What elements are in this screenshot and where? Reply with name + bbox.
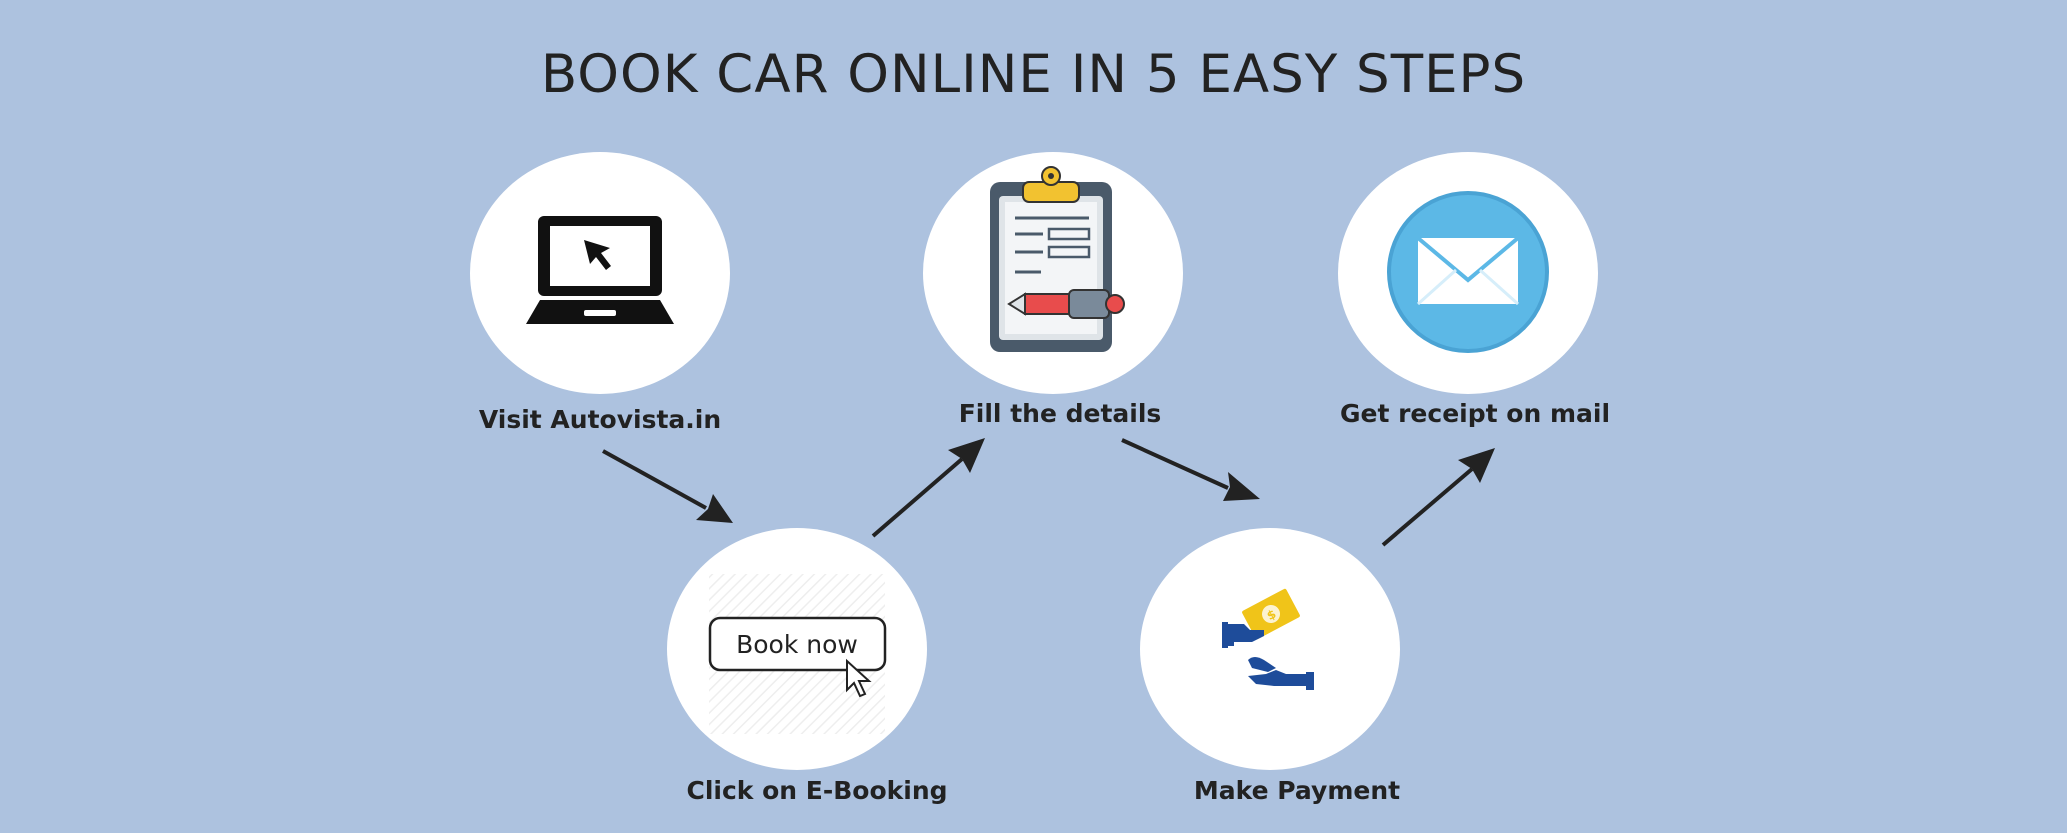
step-5-circle (1338, 152, 1598, 394)
envelope-icon (1387, 191, 1549, 353)
step-3-circle (923, 152, 1183, 394)
hand-payment-icon: $ (1222, 588, 1314, 690)
step-2-label: Click on E-Booking (686, 776, 948, 805)
step-3-label: Fill the details (958, 399, 1162, 428)
step-5-label: Get receipt on mail (1339, 399, 1611, 428)
step-2-circle: Book now (667, 528, 927, 770)
book-now-text: Book now (736, 630, 858, 659)
step-4-label: Make Payment (1193, 776, 1401, 805)
book-now-button-icon: Book now (708, 574, 887, 734)
step-4-circle: $ (1140, 528, 1400, 770)
laptop-cursor-icon (526, 216, 674, 324)
step-1-label: Visit Autovista.in (478, 405, 722, 434)
page-title: BOOK CAR ONLINE IN 5 EASY STEPS (540, 44, 1527, 105)
clipboard-form-icon (990, 166, 1125, 352)
step-1-circle (470, 152, 730, 394)
